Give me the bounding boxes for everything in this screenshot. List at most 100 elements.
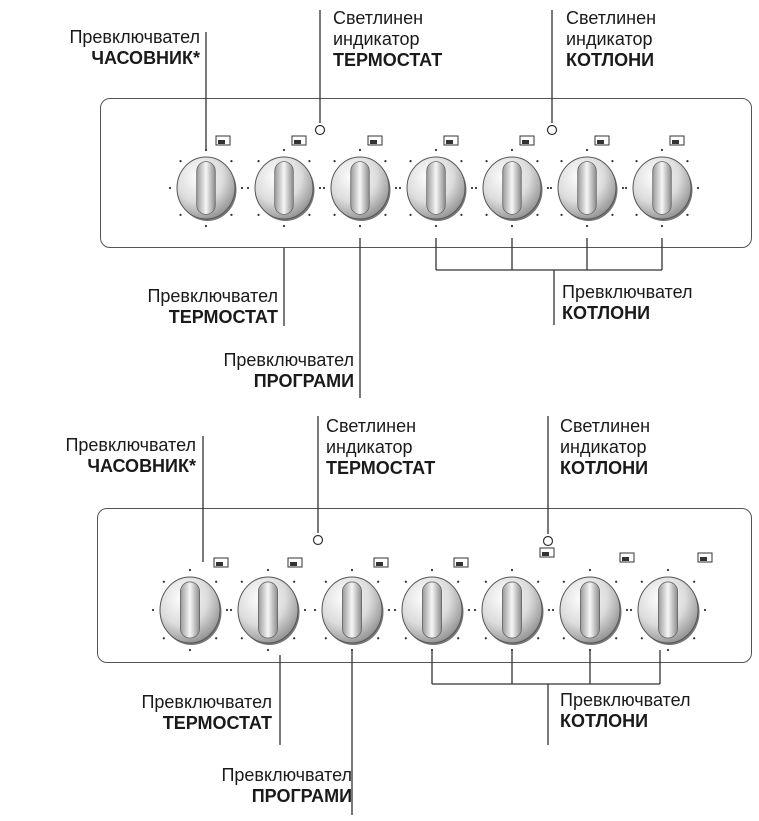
knob-scale-dot: [293, 637, 296, 640]
knob-scale-dot: [537, 637, 540, 640]
label-line-bold: КОТЛОНИ: [566, 50, 655, 70]
knob-scale-dot: [660, 224, 664, 228]
symbol-frame: [519, 135, 535, 146]
knob-scale-dot: [168, 186, 172, 190]
label-line-bold: ЧАСОВНИК*: [87, 456, 196, 476]
label-line-bold: ЧАСОВНИК*: [91, 48, 200, 68]
knob-grip: [577, 161, 597, 215]
label-line: Превключвател: [147, 286, 278, 306]
label-hotplate-switch-top: Превключвател КОТЛОНИ: [562, 282, 693, 324]
label-line: Превключвател: [562, 282, 693, 302]
hotplate-light-indicator: [546, 124, 558, 136]
programs-knob: [322, 148, 398, 228]
setting-symbol: [697, 552, 713, 563]
knob-scale-dot: [215, 580, 218, 583]
symbol-fill: [542, 552, 549, 556]
knob-scale-dot: [188, 648, 192, 652]
setting-symbol: [215, 135, 231, 146]
knob-scale-dot: [473, 608, 477, 612]
knob-scale-dot: [703, 608, 707, 612]
hotplate-knob: [551, 568, 629, 652]
knob-scale-dot: [547, 608, 551, 612]
symbol-fill: [700, 557, 707, 561]
knob-scale-dot: [409, 160, 412, 163]
knob-scale-dot: [510, 148, 514, 152]
symbol-fill: [622, 557, 629, 561]
knob-scale-dot: [398, 186, 402, 190]
symbol-fill: [290, 562, 297, 566]
setting-symbol: [453, 557, 469, 568]
symbol-frame: [291, 135, 307, 146]
knob-scale-dot: [204, 224, 208, 228]
label-programs-switch-bottom: Превключвател ПРОГРАМИ: [140, 765, 352, 807]
knob-scale-dot: [510, 224, 514, 228]
knob-scale-dot: [611, 160, 614, 163]
setting-symbol: [669, 135, 685, 146]
symbol-fill: [376, 562, 383, 566]
symbol-fill: [218, 140, 225, 144]
symbol-fill: [216, 562, 223, 566]
label-line: Светлинен: [566, 8, 657, 28]
knob-scale-dot: [585, 224, 589, 228]
setting-symbol: [519, 135, 535, 146]
knob-scale-dot: [215, 637, 218, 640]
knob-scale-dot: [588, 648, 592, 652]
knob-scale-dot: [257, 160, 260, 163]
symbol-frame: [367, 135, 383, 146]
setting-symbol: [367, 135, 383, 146]
label-line: Светлинен: [333, 8, 424, 28]
knobs: [151, 124, 713, 652]
hotplate-knob: [629, 568, 707, 652]
knob-scale-dot: [551, 608, 555, 612]
knob-scale-dot: [484, 580, 487, 583]
knob-scale-dot: [536, 160, 539, 163]
knob-scale-dot: [324, 580, 327, 583]
knob-scale-dot: [615, 637, 618, 640]
label-line-bold: КОТЛОНИ: [560, 458, 649, 478]
label-line: индикатор: [333, 29, 420, 49]
hotplate-knob: [474, 148, 550, 228]
knob-scale-dot: [308, 160, 311, 163]
knob-scale-dot: [240, 186, 244, 190]
knob-grip: [426, 161, 446, 215]
hotplate-knob: [549, 148, 625, 228]
label-line: индикатор: [560, 437, 647, 457]
setting-symbol: [373, 557, 389, 568]
knob-scale-dot: [560, 160, 563, 163]
knob-scale-dot: [204, 148, 208, 152]
knob-grip: [179, 581, 200, 639]
knob-grip: [274, 161, 294, 215]
thermostat-light-indicator: [314, 124, 326, 136]
knob-scale-dot: [470, 186, 474, 190]
knob-scale-dot: [625, 608, 629, 612]
knob-scale-dot: [460, 160, 463, 163]
knob-scale-dot: [537, 580, 540, 583]
symbol-frame: [373, 557, 389, 568]
knob-scale-dot: [635, 160, 638, 163]
hotplate-knob: [393, 568, 471, 652]
symbol-frame: [619, 552, 635, 563]
knob-scale-dot: [624, 186, 628, 190]
knob-scale-dot: [282, 148, 286, 152]
label-line: Светлинен: [326, 416, 417, 436]
knob-scale-dot: [485, 213, 488, 216]
label-line: индикатор: [326, 437, 413, 457]
symbol-fill: [456, 562, 463, 566]
label-line-bold: ТЕРМОСТАТ: [333, 50, 443, 70]
knob-grip: [501, 581, 522, 639]
knob-scale-dot: [467, 608, 471, 612]
label-hotplate-light-top: Светлинен индикатор КОТЛОНИ: [566, 8, 656, 71]
knob-scale-dot: [696, 186, 700, 190]
knob-scale-dot: [430, 568, 434, 572]
knob-scale-dot: [660, 148, 664, 152]
knob-scale-dot: [666, 568, 670, 572]
clock-knob: [168, 148, 244, 228]
knob-grip: [350, 161, 370, 215]
knob-scale-dot: [640, 637, 643, 640]
knob-scale-dot: [404, 637, 407, 640]
knob-scale-dot: [457, 637, 460, 640]
label-thermostat-switch-bottom: Превключвател ТЕРМОСТАТ: [60, 692, 272, 734]
label-clock-switch-top: Превключвател ЧАСОВНИК*: [0, 27, 200, 69]
